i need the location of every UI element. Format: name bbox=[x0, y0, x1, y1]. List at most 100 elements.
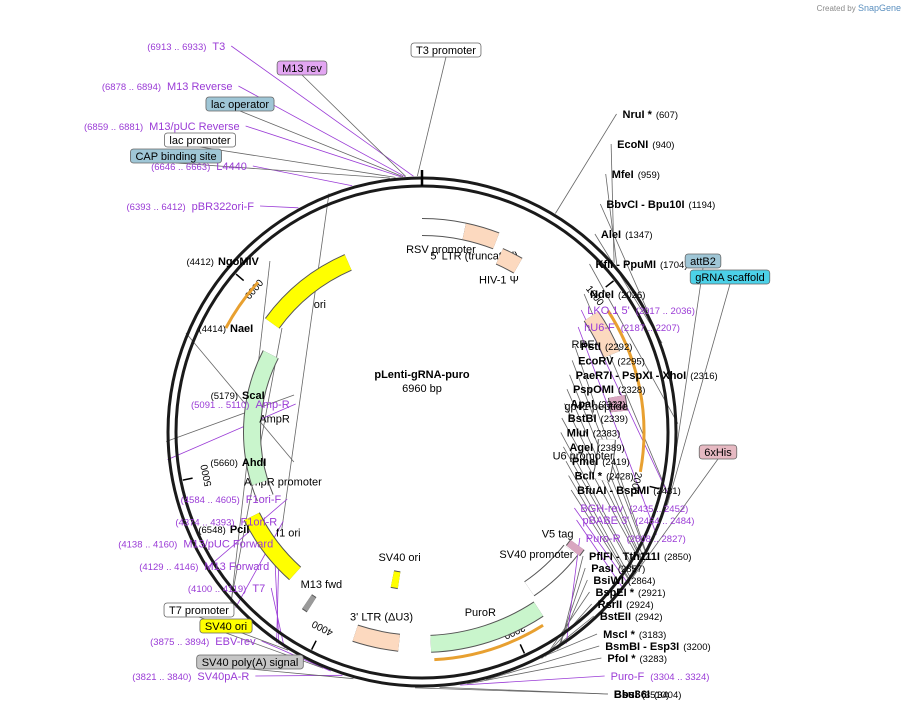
tick-mark-3000 bbox=[519, 644, 526, 654]
tick-label-4000: 4000 bbox=[310, 618, 335, 638]
primer-m13-forward: M13 Forward bbox=[204, 561, 269, 573]
primer-pos-sv40pa-r: (3821 .. 3840) bbox=[132, 672, 191, 683]
feature-label-ampr: AmpR bbox=[259, 413, 290, 425]
boxed-label-bg-6xhis bbox=[698, 444, 738, 460]
boxed-label-bg-t3-promoter bbox=[410, 42, 482, 58]
boxed-label-lac-promoter: lac promoter bbox=[164, 132, 236, 148]
feature-puror bbox=[430, 602, 543, 652]
leader-ahdi bbox=[185, 332, 295, 463]
primer-f1ori-f: F1ori-F bbox=[246, 494, 282, 506]
site-pspomi: PspOMI bbox=[573, 384, 614, 396]
site-pos-nrui: (607) bbox=[656, 110, 678, 121]
site-agei: AgeI bbox=[569, 442, 593, 454]
primer-f1ori-r: F1ori-R bbox=[241, 516, 278, 528]
feature-hiv-1 bbox=[496, 248, 522, 273]
plasmid-name: pLenti-gRNA-puro bbox=[374, 369, 470, 381]
feature-label-v5-tag: V5 tag bbox=[542, 529, 574, 541]
boxed-leader-grna-scaffold bbox=[667, 283, 731, 506]
boxed-label-grna-scaffold: gRNA scaffold bbox=[689, 269, 771, 285]
primer-pos-m13-forward: (4129 .. 4146) bbox=[139, 562, 198, 573]
primer-l4440: L4440 bbox=[216, 161, 247, 173]
site-pos-apai: (2332) bbox=[598, 400, 625, 411]
feature-sv40-promoter bbox=[524, 545, 577, 596]
leader-pcii bbox=[281, 193, 330, 530]
feature-gp41-peptide bbox=[608, 395, 627, 413]
leader-pbr322ori-f bbox=[260, 205, 299, 209]
site-mlui: MluI bbox=[567, 427, 589, 439]
boxed-label-text-6xhis: 6xHis bbox=[704, 447, 732, 459]
primer-pos-amp-r: (5091 .. 5110) bbox=[191, 400, 249, 411]
site-pasi: PasI bbox=[591, 563, 614, 575]
leader-bfuai-bspmi bbox=[570, 489, 631, 582]
site-pos-bstbi: (2339) bbox=[601, 414, 628, 425]
leader-bbsi bbox=[415, 687, 608, 695]
boxed-label-bg-sv40-ori bbox=[199, 618, 253, 634]
boxed-label-text-m13-rev: M13 rev bbox=[282, 63, 322, 75]
leader-bsmbi-esp3i bbox=[485, 645, 600, 681]
primer-m13-puc-forward: M13/pUC Forward bbox=[183, 539, 273, 551]
feature-label-5-ltr-truncated: 5' LTR (truncated) bbox=[430, 251, 517, 263]
site-pos-pfoi: (3283) bbox=[640, 654, 667, 665]
site-pmei: PmeI bbox=[572, 456, 598, 468]
feature-label-sv40-ori: SV40 ori bbox=[378, 552, 420, 564]
primer-bgh-rev: BGH-rev bbox=[580, 503, 623, 515]
site-pflfi-tth111i: PflFI - Tth111I bbox=[589, 551, 660, 563]
boxed-leader-lac-promoter bbox=[199, 146, 396, 178]
leader-bspei bbox=[545, 591, 590, 657]
site-pos-rsrii: (2924) bbox=[626, 600, 653, 611]
boxed-leader-lac-operator bbox=[239, 110, 404, 178]
leader-nrui bbox=[555, 113, 617, 214]
plasmid-length: 6960 bp bbox=[402, 383, 442, 395]
primer-pos-puro-f: (3304 .. 3324) bbox=[650, 672, 709, 683]
primer-pos-l4440: (6646 .. 6663) bbox=[151, 162, 210, 173]
leader-f1ori-r bbox=[235, 521, 284, 608]
primer-hu6-f: hU6-F bbox=[584, 322, 615, 334]
primer-pos-ebv-rev: (3875 .. 3894) bbox=[150, 637, 209, 648]
primer-t7: T7 bbox=[252, 583, 265, 595]
site-pos-ecorv: (2295) bbox=[617, 356, 644, 367]
leader-sv40pa-r bbox=[255, 674, 343, 677]
site-bcli: BclI * bbox=[575, 471, 603, 483]
leader-pfoi bbox=[467, 657, 602, 685]
leader-hu6-f bbox=[577, 326, 657, 535]
primer-pos-f1ori-r: (4374 .. 4393) bbox=[175, 517, 234, 528]
primer-m13-reverse: M13 Reverse bbox=[167, 81, 232, 93]
primer-pos-m13-puc-reverse: (6859 .. 6881) bbox=[84, 122, 143, 133]
leader-pbabe-3 bbox=[576, 519, 625, 590]
boxed-label-text-sv40-ori: SV40 ori bbox=[205, 621, 247, 633]
feature-label-hiv-1: HIV-1 Ψ bbox=[479, 274, 519, 286]
boxed-label-attb2: attB2 bbox=[684, 253, 722, 269]
site-pos-naei: (4414) bbox=[199, 324, 226, 335]
site-pos-kfli-ppumi: (1704) bbox=[660, 260, 687, 271]
boxed-leader-sv40-ori bbox=[225, 632, 324, 669]
site-pos-agei: (2389) bbox=[597, 443, 624, 454]
tick-mark-4000 bbox=[310, 640, 317, 650]
leader-amp-r bbox=[167, 403, 296, 461]
site-nrui: NruI * bbox=[623, 109, 653, 121]
primer-pos-m13-puc-forward: (4138 .. 4160) bbox=[118, 540, 177, 551]
boxed-leader-cap-binding-site bbox=[175, 162, 390, 179]
primer-pos-t3: (6913 .. 6933) bbox=[147, 42, 206, 53]
site-bbvci-bpu10i: BbvCI - Bpu10I bbox=[606, 199, 684, 211]
primer-m13-puc-reverse: M13/pUC Reverse bbox=[149, 121, 239, 133]
boxed-label-bg-cap-binding-site bbox=[130, 148, 222, 164]
site-pos-scai: (5179) bbox=[211, 391, 238, 402]
feature-label-f1-ori: f1 ori bbox=[276, 528, 300, 540]
leader-puro-r bbox=[565, 537, 581, 644]
leader-l4440 bbox=[252, 165, 353, 187]
site-econi: EcoNI bbox=[617, 139, 648, 151]
primer-pos-puro-r: (2808 .. 2827) bbox=[627, 534, 686, 545]
site-bsteii: BstEII bbox=[600, 611, 631, 623]
site-pos-paer7i-pspxi-xhoi: (2316) bbox=[690, 371, 717, 382]
tick-label-2000: 2000 bbox=[627, 471, 643, 496]
site-pos-bbsi: (3510) bbox=[642, 690, 669, 701]
feature-v5-tag bbox=[566, 540, 584, 556]
boxed-label-text-t7-promoter: T7 promoter bbox=[169, 605, 229, 617]
site-apai: ApaI bbox=[570, 399, 594, 411]
feature-label-ori: ori bbox=[314, 299, 326, 311]
feature-sv40-ori bbox=[390, 571, 401, 589]
site-pos-pasi: (2857) bbox=[618, 564, 645, 575]
leader-t7 bbox=[270, 587, 285, 648]
